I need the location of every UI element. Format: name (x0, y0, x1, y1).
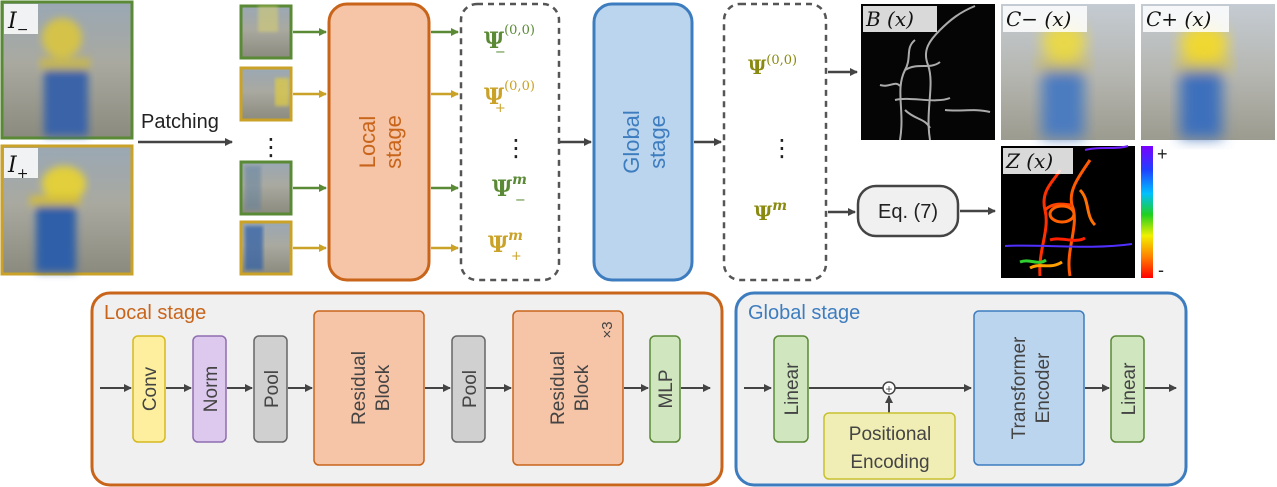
psi-global-box: Ψ(0,0) ⋮ Ψm (722, 2, 828, 282)
svg-text:Encoding: Encoding (850, 452, 929, 473)
patch-dots: ⋮ (259, 134, 283, 161)
global-stage-box: Globalstage (592, 2, 694, 282)
global-stage-title: Global stage (748, 302, 860, 324)
local-stage-box: Localstage (327, 2, 431, 282)
psi-minus-00: Ψ(0,0)− (484, 23, 535, 60)
colorbar-minus-label: - (1158, 260, 1164, 280)
positional-encoding-block: Positional Encoding (823, 412, 956, 480)
i-plus-label: I+ (7, 153, 28, 182)
psi-00: Ψ(0,0) (748, 53, 797, 79)
output-c-plus-map: C+ (x) (1141, 4, 1275, 140)
psi-plus-m: Ψm+ (488, 228, 523, 264)
svg-text:Norm: Norm (201, 366, 222, 412)
repeat-label: ×3 (599, 321, 616, 338)
svg-text:Linear: Linear (1119, 362, 1140, 415)
output-b-map: B (x) (861, 4, 995, 141)
output-c-minus-map: C− (x) (1001, 4, 1135, 140)
input-image-i-minus: I− (0, 0, 134, 140)
b-label: B (x) (865, 7, 914, 31)
svg-text:Pool: Pool (460, 370, 481, 408)
c-plus-label: C+ (x) (1146, 7, 1211, 31)
svg-text:Globalstage: Globalstage (619, 110, 670, 174)
svg-text:Pool: Pool (262, 370, 283, 408)
c-minus-label: C− (x) (1006, 7, 1071, 31)
psi-minus-m: Ψm− (492, 172, 527, 208)
patching-label: Patching (141, 111, 219, 133)
svg-text:MLP: MLP (656, 369, 677, 408)
patch-thumbnails: ⋮ (239, 4, 293, 276)
mlp-block: MLP (649, 335, 681, 443)
psi-plus-00: Ψ(0,0)+ (484, 79, 535, 116)
psi-m: Ψm (754, 198, 787, 225)
svg-text:Linear: Linear (782, 362, 803, 415)
pool-block-2: Pool (451, 335, 486, 443)
output-z-map: Z (x) (1001, 145, 1135, 278)
psi-dots: ⋮ (504, 135, 528, 162)
psi-features-box: Ψ(0,0)− Ψ(0,0)+ ⋮ Ψm− Ψm+ (459, 2, 561, 282)
svg-text:Positional: Positional (849, 424, 931, 445)
svg-text:+: + (885, 382, 892, 396)
pool-block-1: Pool (253, 335, 288, 443)
conv-block: Conv (132, 335, 166, 443)
local-stage-title: Local stage (104, 302, 206, 324)
svg-text:Eq. (7): Eq. (7) (878, 201, 938, 223)
linear-block-2: Linear (1110, 335, 1145, 443)
add-node: + (882, 381, 896, 396)
svg-text:Conv: Conv (140, 366, 161, 411)
equation-7-box: Eq. (7) (856, 184, 960, 238)
z-colorbar: + - (1141, 144, 1168, 280)
psi-global-dots: ⋮ (770, 135, 794, 162)
svg-text:Localstage: Localstage (355, 115, 406, 169)
colorbar-plus-label: + (1157, 144, 1168, 164)
norm-block: Norm (192, 335, 227, 443)
input-image-i-plus: I+ (0, 144, 134, 276)
global-stage-panel: Global stage Linear + Positional Encodin… (734, 291, 1188, 487)
z-label: Z (x) (1005, 149, 1053, 173)
i-minus-label: I− (7, 9, 28, 38)
linear-block-1: Linear (773, 335, 809, 443)
